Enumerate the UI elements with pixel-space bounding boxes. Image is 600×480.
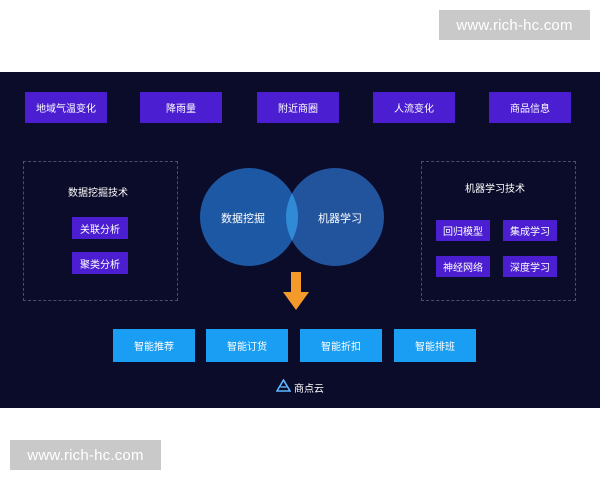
venn-circle-machine-learning [286,168,384,266]
data-mining-title: 数据挖掘技术 [68,188,128,199]
deep-learning: 深度学习 [503,256,557,277]
output-smart-discount: 智能折扣 [300,329,382,362]
regression-model: 回归模型 [436,220,490,241]
factor-product-info: 商品信息 [489,92,571,123]
watermark-bottom: www.rich-hc.com [10,440,161,470]
machine-learning-box [421,161,576,301]
output-smart-scheduling: 智能排班 [394,329,476,362]
venn-label-machine-learning: 机器学习 [318,212,362,225]
factor-nearby-business: 附近商圈 [257,92,339,123]
factor-rainfall: 降雨量 [140,92,222,123]
diagram-panel: 地域气温变化 降雨量 附近商圈 人流变化 商品信息 数据挖掘技术 关联分析 聚类… [0,72,600,408]
cluster-analysis: 聚类分析 [72,252,128,274]
triangle-logo-icon [276,379,291,392]
logo-text: 商点云 [294,384,324,395]
ensemble-learning: 集成学习 [503,220,557,241]
factor-foot-traffic: 人流变化 [373,92,455,123]
down-arrow-icon [283,272,309,310]
neural-network: 神经网络 [436,256,490,277]
factor-temperature: 地域气温变化 [25,92,107,123]
watermark-top: www.rich-hc.com [439,10,590,40]
venn-label-data-mining: 数据挖掘 [221,212,265,225]
output-smart-ordering: 智能订货 [206,329,288,362]
data-mining-box [23,161,178,301]
output-smart-recommend: 智能推荐 [113,329,195,362]
machine-learning-title: 机器学习技术 [465,184,525,195]
association-analysis: 关联分析 [72,217,128,239]
venn-circle-data-mining [200,168,298,266]
